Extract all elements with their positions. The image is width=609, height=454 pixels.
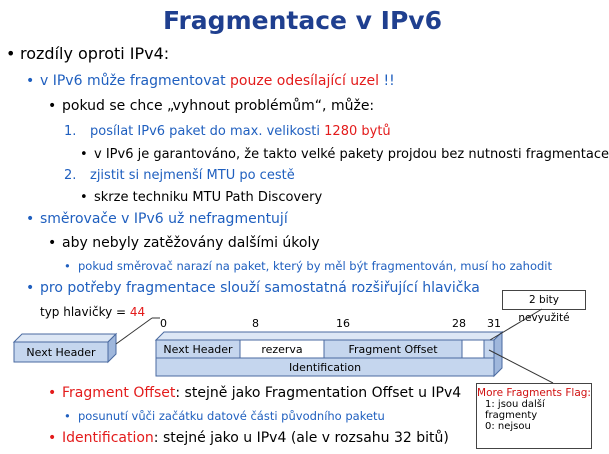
item-text: zjistit si nejmenší MTU po cestě xyxy=(90,168,295,183)
bullet-text: skrze techniku MTU Path Discovery xyxy=(94,190,323,205)
fragment-offset-label: Fragment Offset xyxy=(348,343,438,356)
bullet-fragment-offset: • Fragment Offset: stejně jako Fragmentat… xyxy=(48,385,461,401)
bullet-odesilajici: • v IPv6 může fragmentovat pouze odesílaj… xyxy=(26,73,395,89)
bullet-icon: • xyxy=(64,409,71,423)
bullet-text: pokud směrovač narazí na paket, který by… xyxy=(78,259,552,273)
bullet-icon: • xyxy=(26,211,35,227)
header-type-label: typ hlavičky = 44 xyxy=(40,305,145,319)
highlight-text: 1280 bytů xyxy=(324,124,391,139)
bullet-icon: • xyxy=(80,190,88,205)
bullet-text: rozdíly oproti IPv4: xyxy=(20,44,170,63)
more-flag-line-2: 0: nejsou xyxy=(485,421,531,432)
bullet-text: v IPv6 může fragmentovat xyxy=(40,73,231,89)
bit-label-0: 0 xyxy=(160,317,167,330)
bullet-text-end: !! xyxy=(379,73,395,89)
bullet-text: pro potřeby fragmentace slouží samostatn… xyxy=(40,280,480,296)
field-unused-bits xyxy=(461,339,485,359)
header-type-value: 44 xyxy=(129,305,146,319)
bullet-posunuti: • posunutí vůči začátku datové části půvo… xyxy=(64,409,385,423)
highlight-text: Identification xyxy=(62,430,154,446)
unused-bits-note: 2 bity nevyužité xyxy=(502,290,586,324)
bullet-icon: • xyxy=(80,147,88,162)
bullet-text: aby nebyly zatěžovány dalšími úkoly xyxy=(62,235,320,251)
highlight-text: Fragment Offset xyxy=(62,385,176,401)
more-fragments-flag-note: More Fragments Flag: 1: jsou další fragm… xyxy=(476,383,592,449)
bullet-text: v IPv6 je garantováno, že takto velké pa… xyxy=(94,147,609,162)
item-number: 1. xyxy=(64,124,77,139)
bullet-text: : stejné jako u IPv4 (ale v rozsahu 32 b… xyxy=(153,430,449,446)
bullet-zahodit: • pokud směrovač narazí na paket, který b… xyxy=(64,259,552,273)
bullet-icon: • xyxy=(6,44,16,63)
bullet-identification: • Identification: stejné jako u IPv4 (ale… xyxy=(48,430,449,446)
next-header-left-label: Next Header xyxy=(26,346,96,359)
bullet-text: posunutí vůči začátku datové části původ… xyxy=(78,409,385,423)
header-side-face xyxy=(493,330,503,378)
bullet-icon: • xyxy=(48,98,57,114)
more-flag-line-1: 1: jsou další fragmenty xyxy=(485,399,545,421)
bullet-icon: • xyxy=(26,73,35,89)
bullet-icon: • xyxy=(48,385,57,401)
bit-label-8: 8 xyxy=(252,317,259,330)
bullet-icon: • xyxy=(48,430,57,446)
bit-label-16: 16 xyxy=(336,317,350,330)
next-header-label: Next Header xyxy=(163,343,233,356)
numbered-item-1: 1. posílat IPv6 paket do max. velikosti 1… xyxy=(64,124,391,139)
bullet-vyhnout: • pokud se chce „vyhnout problémům“, může… xyxy=(48,98,374,114)
more-flag-pointer xyxy=(488,349,554,384)
rezerva-label: rezerva xyxy=(261,343,302,356)
bullet-icon: • xyxy=(64,259,71,273)
field-identification xyxy=(155,357,495,377)
unused-bits-pointer xyxy=(489,308,543,341)
identification-label: Identification xyxy=(289,361,361,374)
bit-label-28: 28 xyxy=(452,317,466,330)
bullet-garantovano: • v IPv6 je garantováno, že takto velké p… xyxy=(80,147,609,162)
bullet-text: směrovače v IPv6 už nefragmentují xyxy=(40,211,288,227)
slide-title: Fragmentace v IPv6 xyxy=(163,6,442,35)
bullet-hlavicka: • pro potřeby fragmentace slouží samostat… xyxy=(26,280,480,296)
next-header-left-box: Next Header xyxy=(12,332,118,364)
bullet-mtu-discovery: • skrze techniku MTU Path Discovery xyxy=(80,190,322,205)
more-flag-header: More Fragments Flag: xyxy=(477,387,591,399)
bullet-rozdily: •rozdíly oproti IPv4: xyxy=(6,44,169,63)
header-top-face xyxy=(154,331,504,341)
bullet-text: pokud se chce „vyhnout problémům“, může: xyxy=(62,98,375,114)
bullet-text: : stejně jako Fragmentation Offset u IPv… xyxy=(175,385,462,401)
highlight-text: pouze odesílající uzel xyxy=(230,73,380,89)
bullet-zatezovany: • aby nebyly zatěžovány dalšími úkoly xyxy=(48,235,320,251)
bit-label-31: 31 xyxy=(487,317,501,330)
numbered-item-2: 2. zjistit si nejmenší MTU po cestě xyxy=(64,168,295,183)
header-type-text: typ hlavičky = xyxy=(40,305,130,319)
bullet-icon: • xyxy=(48,235,57,251)
item-number: 2. xyxy=(64,168,77,183)
bullet-smerovace: • směrovače v IPv6 už nefragmentují xyxy=(26,211,288,227)
connector-line xyxy=(115,317,153,345)
field-more-flag xyxy=(483,339,495,359)
item-text: posílat IPv6 paket do max. velikosti xyxy=(90,124,325,139)
bullet-icon: • xyxy=(26,280,35,296)
